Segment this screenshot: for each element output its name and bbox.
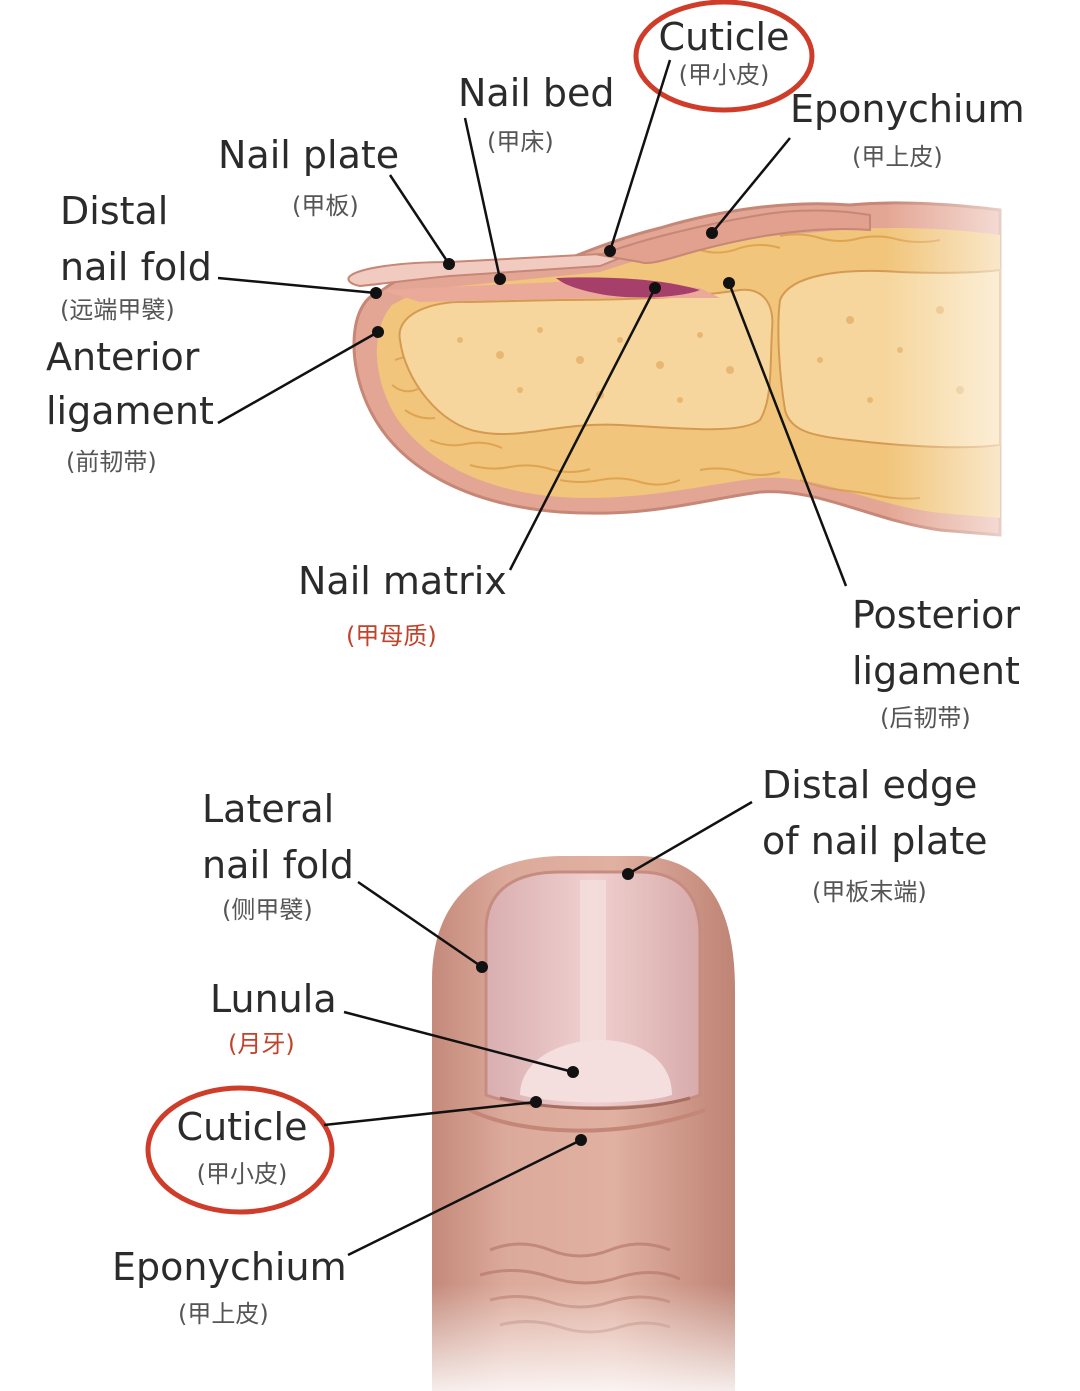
- posterior-ligament-label-line2: ligament: [852, 649, 1020, 693]
- anterior-ligament-zh: (前韧带): [66, 448, 157, 476]
- cuticle-bottom-zh: (甲小皮): [196, 1160, 288, 1188]
- nail-bed-zh: (甲床): [487, 128, 554, 156]
- leader-eponychium-top: [711, 137, 791, 234]
- lateral-nail-fold-zh: (侧甲襞): [222, 896, 313, 924]
- eponychium-top-label: Eponychium: [790, 87, 1025, 131]
- finger-dorsal-view: [400, 856, 760, 1391]
- leader-lateral-nail-fold: [357, 880, 483, 969]
- lateral-nail-fold-label-line1: Lateral: [202, 787, 335, 831]
- eponychium-bottom-label: Eponychium: [112, 1245, 347, 1289]
- posterior-ligament-zh: (后韧带): [880, 704, 971, 732]
- leader-distal-edge: [627, 800, 753, 876]
- cuticle-top-label: Cuticle: [658, 15, 790, 59]
- leader-cuticle-bottom: [323, 1100, 537, 1127]
- leader-nail-bed: [463, 117, 502, 280]
- leader-anterior-ligament: [217, 330, 379, 425]
- distal-edge-label-line1: Distal edge: [762, 763, 978, 807]
- highlight-circle-cuticle-top: [633, 0, 815, 113]
- highlight-circle-cuticle-bottom: [145, 1085, 335, 1215]
- fade-bottom: [400, 856, 760, 1391]
- eponychium-bottom-zh: (甲上皮): [178, 1300, 269, 1328]
- distal-nail-fold-zh: (远端甲襞): [60, 296, 175, 324]
- leader-cuticle-top: [608, 59, 672, 252]
- leader-lines: [217, 59, 848, 1257]
- leader-nail-matrix: [508, 287, 657, 571]
- distal-edge-zh: (甲板末端): [812, 878, 927, 906]
- anterior-ligament-label-line1: Anterior: [46, 335, 200, 379]
- nail-matrix-zh: (甲母质): [346, 622, 437, 650]
- nail-plate-label: Nail plate: [218, 133, 400, 177]
- eponychium-top-zh: (甲上皮): [852, 143, 943, 171]
- nail-bed-label: Nail bed: [458, 71, 615, 115]
- leader-dots: [370, 227, 735, 1146]
- posterior-ligament-label-line1: Posterior: [852, 593, 1020, 637]
- distal-nail-fold-label-line1: Distal: [60, 189, 169, 233]
- leader-distal-nail-fold: [217, 276, 377, 295]
- nail-plate-zh: (甲板): [292, 192, 359, 220]
- lunula-zh: (月牙): [228, 1030, 295, 1058]
- finger-cross-section: [0, 190, 1080, 550]
- nail-matrix-label: Nail matrix: [298, 559, 507, 603]
- distal-edge-label-line2: of nail plate: [762, 819, 988, 863]
- distal-nail-fold-label-line2: nail fold: [60, 245, 212, 289]
- leader-lunula: [343, 1010, 574, 1074]
- cuticle-top-zh: (甲小皮): [678, 61, 770, 89]
- leader-nail-plate: [388, 174, 451, 265]
- cuticle-bottom-label: Cuticle: [176, 1105, 308, 1149]
- lunula-label: Lunula: [210, 977, 337, 1021]
- leader-posterior-ligament: [727, 282, 848, 587]
- fade-right: [0, 190, 1080, 550]
- leader-eponychium-bottom: [347, 1138, 582, 1257]
- anterior-ligament-label-line2: ligament: [46, 389, 214, 433]
- lateral-nail-fold-label-line2: nail fold: [202, 843, 354, 887]
